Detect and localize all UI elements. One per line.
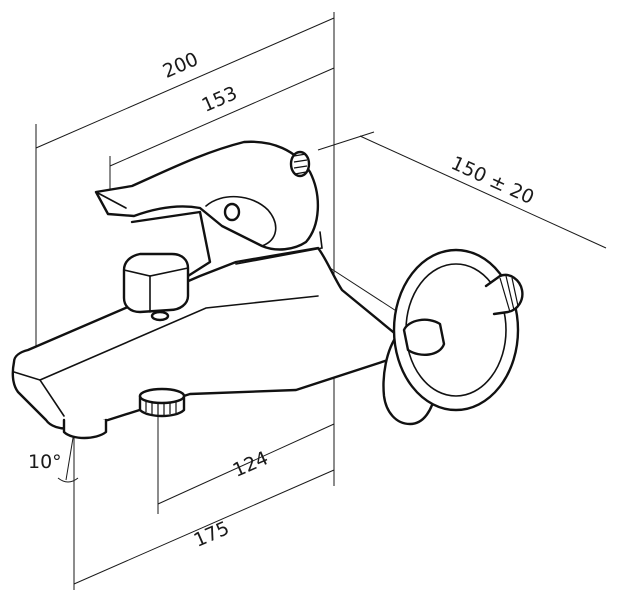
eccentric-connector: [392, 248, 524, 412]
dimension-175: 175: [73, 469, 335, 585]
dimension-angle: 10°: [28, 431, 79, 483]
hose-outlet: [138, 387, 186, 418]
dimension-175-label: 175: [191, 517, 233, 552]
dimension-angle-label: 10°: [28, 451, 62, 473]
lever-handle: [94, 140, 323, 265]
dimension-200: 200: [35, 17, 335, 149]
dimension-124-label: 124: [230, 447, 272, 482]
dimension-124: 124: [157, 423, 335, 505]
upper-connector: [289, 150, 311, 178]
diverter-button: [122, 210, 212, 322]
dimension-150-20: 150 ± 20: [359, 135, 607, 249]
dimension-200-label: 200: [160, 48, 202, 83]
dimension-150-20-label: 150 ± 20: [448, 152, 538, 209]
